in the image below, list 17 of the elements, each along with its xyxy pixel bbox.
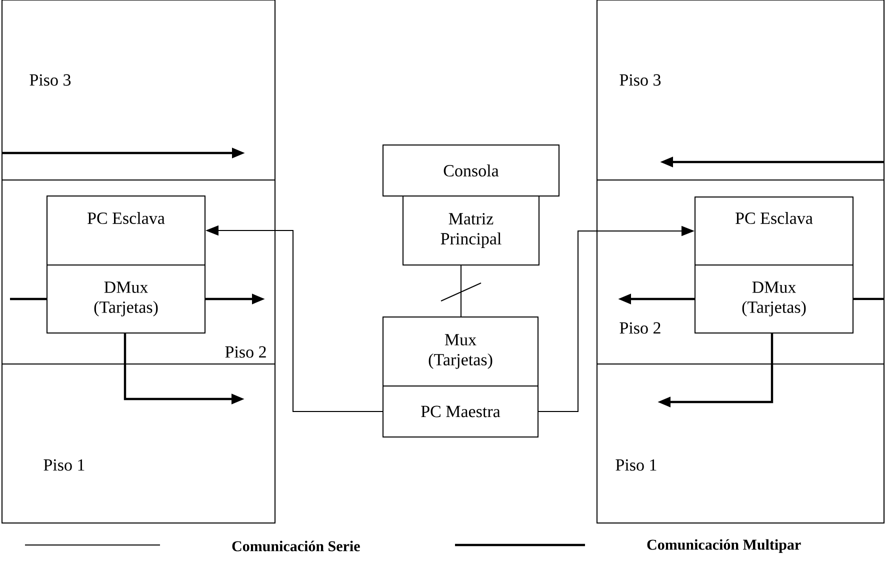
device-box: PC Esclava (694, 196, 854, 266)
floor-band: Piso 1 (2, 364, 276, 524)
device-box: Consola (382, 144, 560, 196)
device-box: Mux (Tarjetas) (382, 316, 538, 386)
connector-line (460, 265, 462, 317)
floor-band: Piso 1 (596, 364, 884, 524)
connector-line (854, 298, 884, 300)
floor-band: Piso 3 (596, 0, 884, 180)
floor-band: Piso 3 (2, 0, 276, 180)
device-box: PC Esclava (46, 196, 206, 266)
legend-text: Comunicación Multipar (647, 539, 801, 553)
legend-text: Comunicación Serie (232, 540, 360, 552)
device-box: DMux (Tarjetas) (46, 264, 206, 334)
device-box: PC Maestra (382, 386, 538, 438)
device-box: Matriz Principal (402, 196, 540, 266)
device-box: DMux (Tarjetas) (694, 264, 854, 334)
connector-line (10, 298, 46, 300)
